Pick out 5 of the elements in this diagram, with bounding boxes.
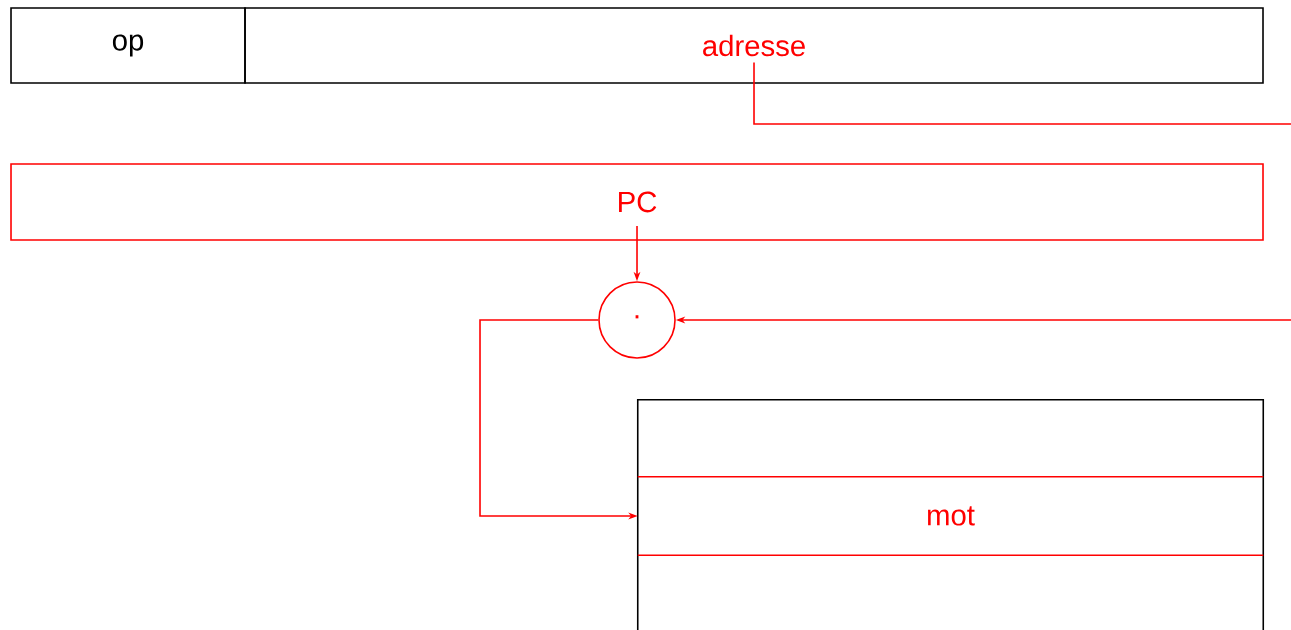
field-box: op [10,7,246,84]
field-box: adresse [244,7,1264,84]
register-box: PC [10,163,1264,241]
memory-box [636,398,1265,630]
memory-row: mot [636,475,1265,557]
